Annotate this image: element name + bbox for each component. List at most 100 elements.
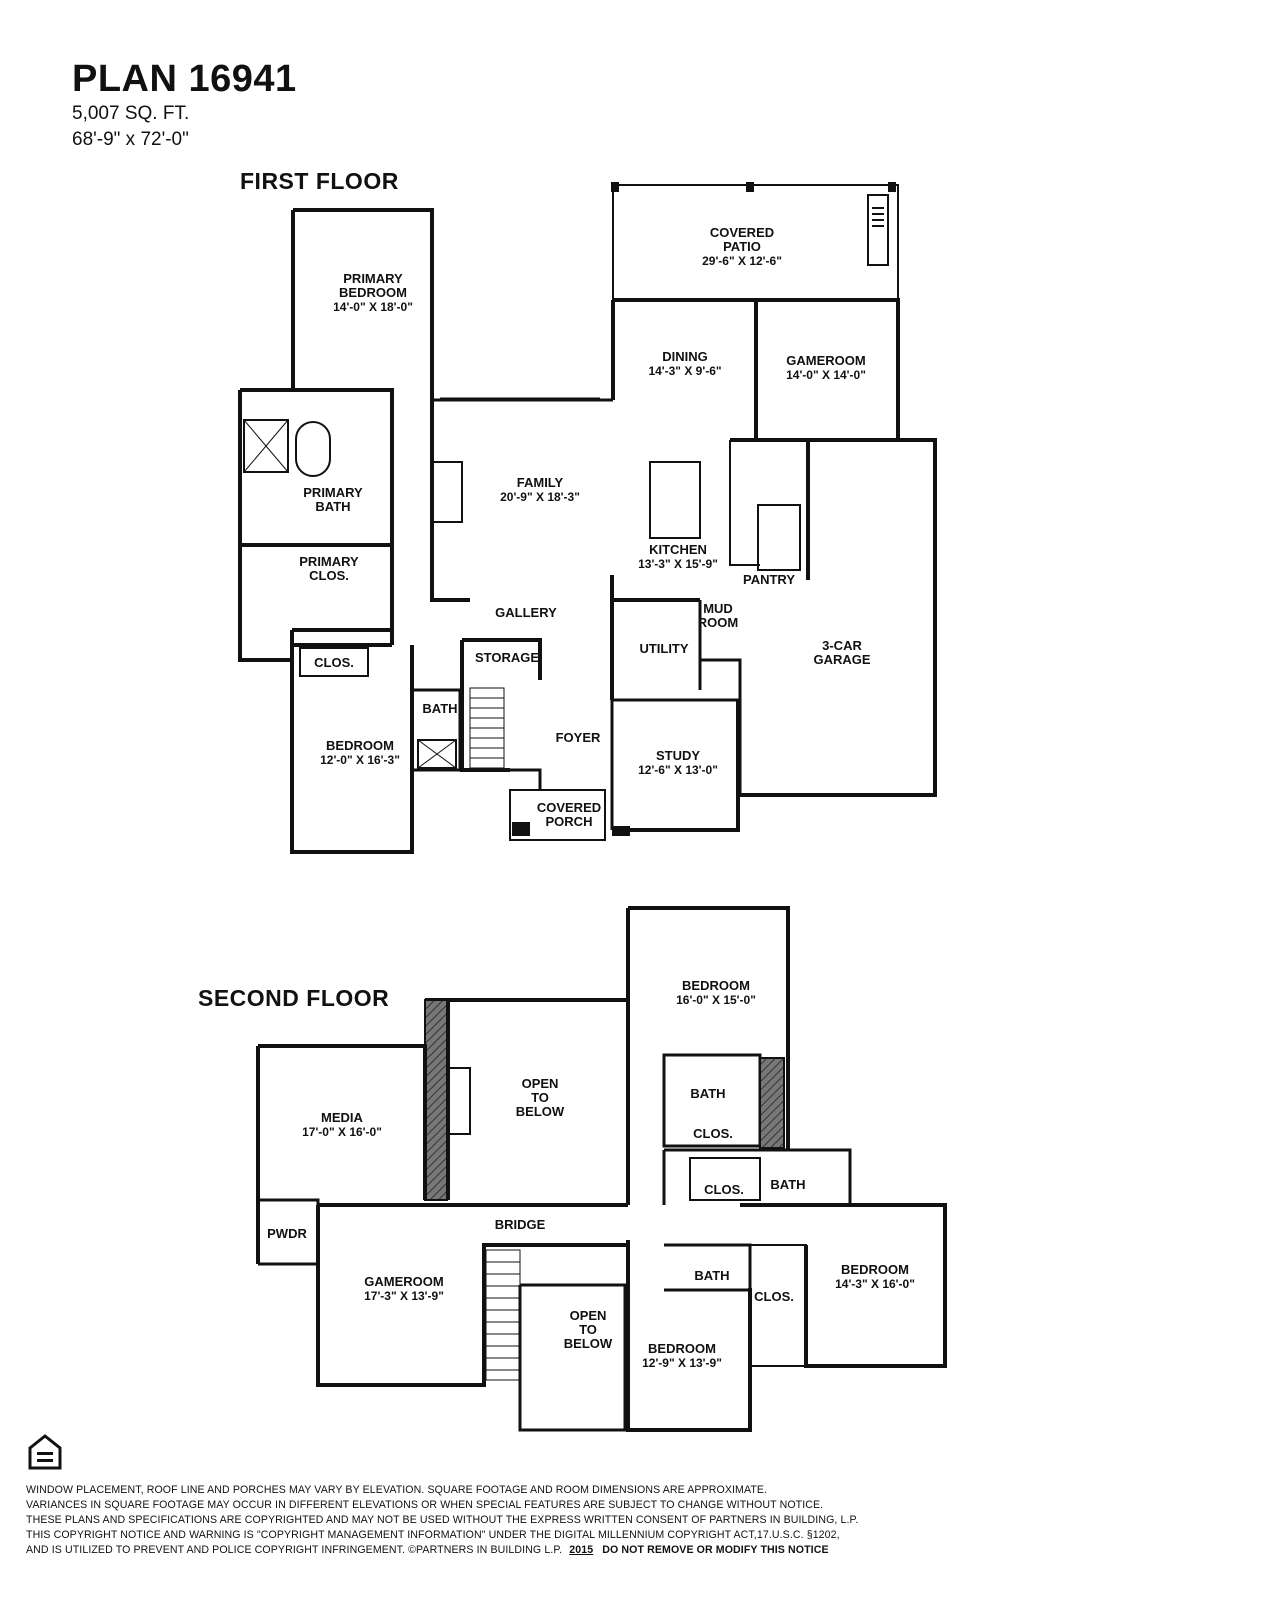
clos-2-label: CLOS. xyxy=(693,1126,733,1141)
primary-clos-label: PRIMARY xyxy=(299,554,359,569)
garage-label-2: GARAGE xyxy=(813,652,870,667)
covered-porch-label: COVERED xyxy=(537,800,601,815)
bedroom-label: BEDROOM xyxy=(326,738,394,753)
covered-porch-outline xyxy=(509,789,606,841)
covered-porch-label-2: PORCH xyxy=(546,814,593,829)
foyer-walls xyxy=(510,700,614,830)
disclaimer-line-1: WINDOW PLACEMENT, ROOF LINE AND PORCHES … xyxy=(26,1484,768,1496)
gallery-label: GALLERY xyxy=(495,605,557,620)
family-label: FAMILY xyxy=(517,475,564,490)
storage-label: STORAGE xyxy=(475,650,539,665)
primary-bath-label-2: BATH xyxy=(315,499,350,514)
copyright-year: 2015 xyxy=(569,1544,594,1556)
open-to-below-1-label-3: BELOW xyxy=(516,1104,565,1119)
primary-bedroom-dim: 14'-0" X 18'-0" xyxy=(333,300,413,314)
gameroom-2-label: GAMEROOM xyxy=(364,1274,443,1289)
bedroom-2-label: BEDROOM xyxy=(682,978,750,993)
family-fireplace-icon xyxy=(431,461,463,523)
bedroom-3-label: BEDROOM xyxy=(841,1262,909,1277)
pantry-label: PANTRY xyxy=(743,572,795,587)
covered-patio-label-2: PATIO xyxy=(723,239,761,254)
primary-bath-label: PRIMARY xyxy=(303,485,363,500)
gameroom-label: GAMEROOM xyxy=(786,353,865,368)
copyright-notice: DO NOT REMOVE OR MODIFY THIS NOTICE xyxy=(602,1544,829,1556)
bedroom-dim: 12'-0" X 16'-3" xyxy=(320,753,400,767)
second-floor-labels: BEDROOM 16'-0" X 15'-0" OPEN TO BELOW ME… xyxy=(267,978,915,1370)
bridge-walls xyxy=(316,1203,628,1387)
disclaimer-line-4: THIS COPYRIGHT NOTICE AND WARNING IS "CO… xyxy=(26,1529,840,1541)
media-label: MEDIA xyxy=(321,1110,364,1125)
media-dim: 17'-0" X 16'-0" xyxy=(302,1125,382,1139)
bath-2-label: BATH xyxy=(690,1086,725,1101)
kitchen-island xyxy=(649,461,701,539)
bridge-label: BRIDGE xyxy=(495,1217,546,1232)
clos-3-label: CLOS. xyxy=(704,1182,744,1197)
second-floor-plan xyxy=(256,906,947,1432)
plan-title: PLAN 16941 xyxy=(72,58,297,100)
study-dim: 12'-6" X 13'-0" xyxy=(638,763,718,777)
mud-room-label: MUD xyxy=(703,601,733,616)
gameroom-2-dim: 17'-3" X 13'-9" xyxy=(364,1289,444,1303)
study-label: STUDY xyxy=(656,748,700,763)
disclaimer-line-2: VARIANCES IN SQUARE FOOTAGE MAY OCCUR IN… xyxy=(26,1499,824,1511)
disclaimer: WINDOW PLACEMENT, ROOF LINE AND PORCHES … xyxy=(26,1483,1026,1558)
open-to-below-2-label-2: TO xyxy=(579,1322,597,1337)
primary-bath-walls xyxy=(238,388,394,662)
bathtub-icon xyxy=(295,421,331,477)
kitchen-label: KITCHEN xyxy=(649,542,707,557)
bedroom-walls xyxy=(290,628,414,854)
open-to-below-1-label: OPEN xyxy=(522,1076,559,1091)
stairs-icon xyxy=(469,687,505,769)
disclaimer-line-3: THESE PLANS AND SPECIFICATIONS ARE COPYR… xyxy=(26,1514,859,1526)
bath-hatch xyxy=(759,1057,785,1149)
bedroom-3-dim: 14'-3" X 16'-0" xyxy=(835,1277,915,1291)
square-footage: 5,007 SQ. FT. xyxy=(72,103,190,124)
kitchen-dim: 13'-3" X 15'-9" xyxy=(638,557,718,571)
second-floor-title: SECOND FLOOR xyxy=(198,985,390,1011)
stairs-icon-2 xyxy=(485,1249,521,1381)
bedroom-4-dim: 12'-9" X 13'-9" xyxy=(642,1356,722,1370)
gameroom-dim: 14'-0" X 14'-0" xyxy=(786,368,866,382)
open-to-below-2-label: OPEN xyxy=(570,1308,607,1323)
pwdr-walls xyxy=(258,1198,320,1266)
study-walls xyxy=(612,700,740,832)
overall-dimensions: 68'-9" x 72'-0" xyxy=(72,129,189,150)
open-to-below-2-label-3: BELOW xyxy=(564,1336,613,1351)
open-to-below-1-label-2: TO xyxy=(531,1090,549,1105)
primary-bedroom-walls xyxy=(291,208,434,590)
clos-label: CLOS. xyxy=(314,655,354,670)
bath-4-label: BATH xyxy=(694,1268,729,1283)
bedroom-4-walls xyxy=(626,1240,752,1432)
bath-3-label: BATH xyxy=(770,1177,805,1192)
bedroom-4-label: BEDROOM xyxy=(648,1341,716,1356)
fireplace-icon xyxy=(867,194,889,266)
first-floor-title: FIRST FLOOR xyxy=(240,168,399,194)
dining-gameroom-walls xyxy=(611,298,900,442)
primary-clos-label-2: CLOS. xyxy=(309,568,349,583)
dining-dim: 14'-3" X 9'-6" xyxy=(648,364,721,378)
open-to-below-2-walls xyxy=(518,1283,627,1432)
garage-label: 3-CAR xyxy=(822,638,862,653)
primary-bedroom-label-2: BEDROOM xyxy=(339,285,407,300)
disclaimer-line-5: AND IS UTILIZED TO PREVENT AND POLICE CO… xyxy=(26,1543,1026,1558)
primary-bedroom-label: PRIMARY xyxy=(343,271,403,286)
family-dim: 20'-9" X 18'-3" xyxy=(500,490,580,504)
storage-walls xyxy=(460,638,542,772)
gallery-walls xyxy=(430,575,700,700)
first-floor-plan xyxy=(238,182,937,854)
dining-label: DINING xyxy=(662,349,708,364)
disclaimer-line-5-text: AND IS UTILIZED TO PREVENT AND POLICE CO… xyxy=(26,1544,563,1556)
bath-label: BATH xyxy=(422,701,457,716)
covered-patio-label: COVERED xyxy=(710,225,774,240)
pwdr-label: PWDR xyxy=(267,1226,307,1241)
mud-room-label-2: ROOM xyxy=(698,615,738,630)
clos-4-label: CLOS. xyxy=(754,1289,794,1304)
first-floor-labels: COVERED PATIO 29'-6" X 12'-6" PRIMARY BE… xyxy=(299,225,871,829)
open-to-below-walls xyxy=(425,998,628,1200)
bedroom-2-walls xyxy=(626,906,790,1205)
garage-walls xyxy=(740,438,937,797)
bedroom-2-dim: 16'-0" X 15'-0" xyxy=(676,993,756,1007)
utility-label: UTILITY xyxy=(639,641,688,656)
foyer-label: FOYER xyxy=(556,730,601,745)
